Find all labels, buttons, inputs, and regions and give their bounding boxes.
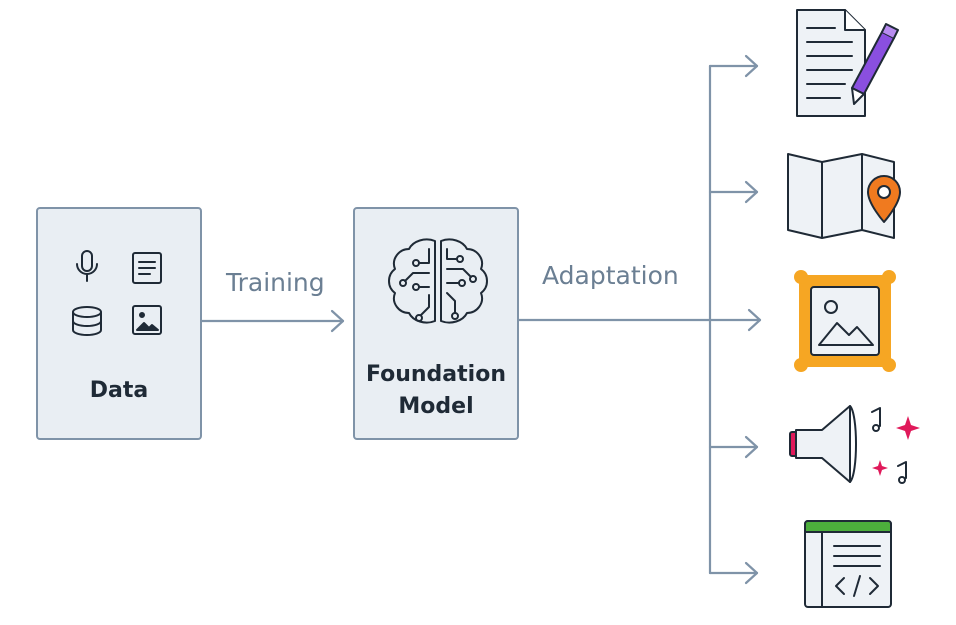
data-label: Data [89,378,149,403]
branch-arrow-1 [708,54,759,78]
document-pencil-icon [796,9,899,117]
map-pin-icon [787,153,901,239]
branch-arrow-3 [708,308,762,332]
image-icon [132,305,162,335]
adaptation-trunk [517,64,712,575]
brain-circuit-icon [388,238,488,324]
document-icon [132,252,162,284]
adaptation-label: Adaptation [542,261,679,290]
foundation-model-label: Foundation Model [355,359,517,423]
branch-arrow-4 [708,435,759,459]
branch-arrow-5 [708,561,759,585]
foundation-model-node: Foundation Model [353,207,519,440]
framed-image-icon [794,270,896,372]
foundation-model-label-line2: Model [398,394,474,419]
branch-arrow-2 [708,180,759,204]
code-window-icon [804,520,892,608]
training-label: Training [226,268,325,297]
microphone-icon [76,250,98,282]
data-icons [72,250,162,336]
speaker-music-icon [789,405,920,484]
data-node: Data [36,207,202,440]
database-icon [72,306,102,336]
training-arrow [200,309,345,333]
foundation-model-label-line1: Foundation [365,362,506,387]
